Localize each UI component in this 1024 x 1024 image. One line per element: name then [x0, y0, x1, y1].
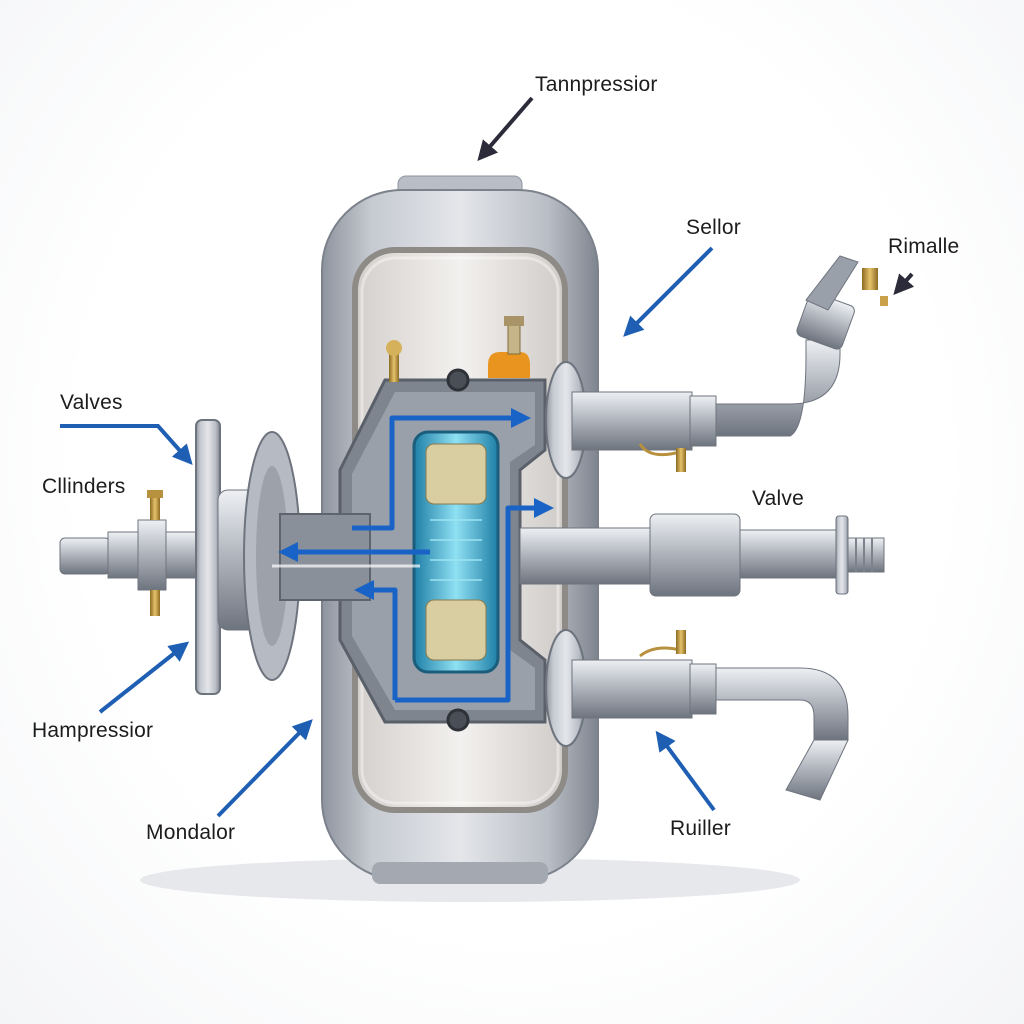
label-sellor: Sellor — [686, 216, 741, 239]
label-valve: Valve — [752, 487, 804, 510]
pointer-arrows — [60, 96, 915, 818]
pointer-arrow-icon — [655, 730, 716, 812]
label-tannpressior: Tannpressior — [535, 73, 658, 96]
top-fittings — [386, 316, 530, 382]
label-valves: Valves — [60, 391, 123, 414]
pointer-arrow-icon — [893, 272, 915, 295]
pointer-arrow-icon — [477, 96, 534, 162]
right-shaft — [519, 513, 885, 597]
label-cllinders: Cllinders — [42, 475, 126, 498]
pointer-arrow-icon — [60, 424, 193, 465]
lower-right-port — [545, 629, 849, 801]
compressor-block — [338, 368, 547, 732]
flow-arrows — [272, 408, 554, 703]
label-ruiller: Ruiller — [670, 817, 731, 840]
pointer-arrow-icon — [623, 246, 714, 337]
upper-right-port — [545, 255, 888, 479]
label-hampressior: Hampressior — [32, 719, 154, 742]
pointer-arrow-icon — [98, 641, 190, 714]
pointer-arrow-icon — [216, 719, 313, 818]
label-rimalle: Rimalle — [888, 235, 960, 258]
label-mondalor: Mondalor — [146, 821, 236, 844]
